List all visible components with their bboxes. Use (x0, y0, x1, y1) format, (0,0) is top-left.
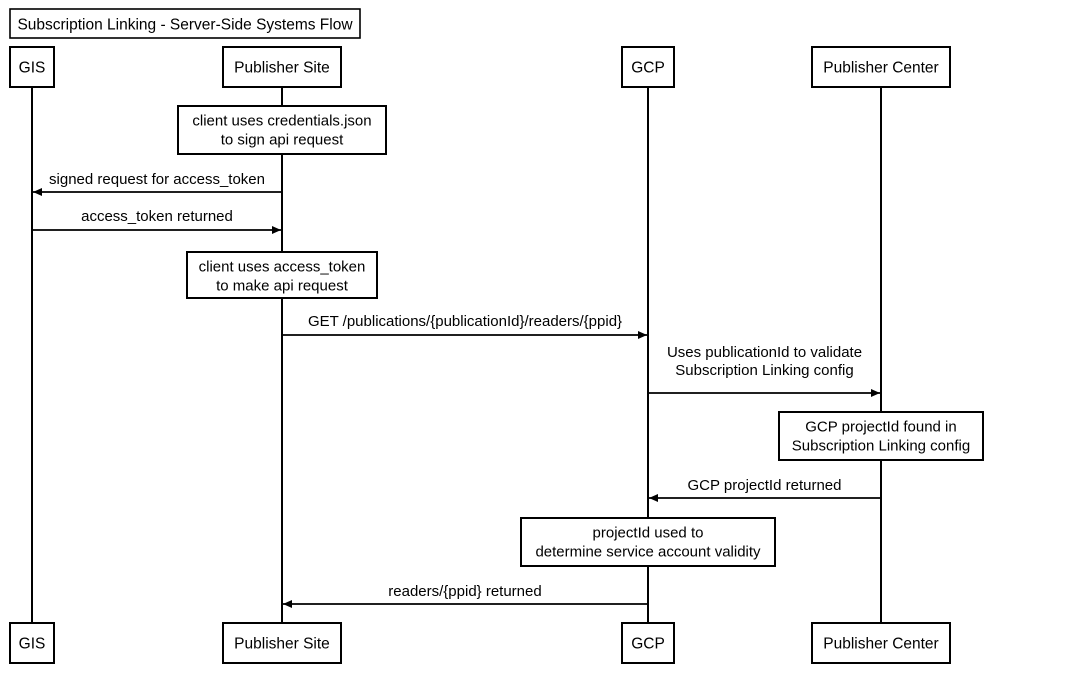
messages: signed request for access_token access_to… (32, 171, 881, 608)
note-projectid-found: GCP projectId found in Subscription Linki… (778, 411, 984, 461)
participant-publisher-site-top: Publisher Site (222, 46, 342, 88)
message-label: access_token returned (81, 208, 233, 225)
message-readers-returned: readers/{ppid} returned (283, 583, 648, 608)
participant-gis-bottom: GIS (9, 622, 55, 664)
diagram-title-text: Subscription Linking - Server-Side Syste… (17, 17, 353, 34)
note-text: GCP projectId found in (805, 419, 956, 436)
note-text: client uses access_token (199, 259, 366, 276)
note-text: to sign api request (221, 132, 344, 149)
message-label: GCP projectId returned (688, 477, 842, 494)
note-text: client uses credentials.json (192, 113, 371, 130)
note-text: projectId used to (593, 525, 704, 542)
message-projectid-returned: GCP projectId returned (649, 477, 881, 502)
message-token-returned: access_token returned (32, 208, 281, 234)
message-get-readers: GET /publications/{publicationId}/reader… (282, 313, 647, 339)
participant-gcp-bottom: GCP (621, 622, 675, 664)
lifelines (31, 87, 882, 623)
message-validate-config: Uses publicationId to validateSubscripti… (648, 344, 880, 397)
participant-label: GIS (19, 60, 46, 77)
diagram-title: Subscription Linking - Server-Side Syste… (9, 8, 361, 39)
participant-publisher-site-bottom: Publisher Site (222, 622, 342, 664)
participant-label: Publisher Site (234, 60, 330, 77)
note-text: Subscription Linking config (792, 438, 970, 455)
note-service-account: projectId used to determine service accou… (520, 517, 776, 567)
participant-label: GCP (631, 60, 665, 77)
note-text: determine service account validity (535, 544, 761, 561)
participant-publisher-center-bottom: Publisher Center (811, 622, 951, 664)
note-sign-request: client uses credentials.json to sign api … (177, 105, 387, 155)
participant-gis-top: GIS (9, 46, 55, 88)
participant-label: Publisher Center (823, 60, 938, 77)
message-label: readers/{ppid} returned (388, 583, 541, 600)
note-text: to make api request (216, 278, 349, 295)
message-label: signed request for access_token (49, 171, 265, 188)
notes: client uses credentials.json to sign api … (177, 105, 984, 567)
message-label: GET /publications/{publicationId}/reader… (308, 313, 622, 330)
message-label: Uses publicationId to validate (667, 344, 862, 361)
participant-label: GCP (631, 636, 665, 653)
participant-publisher-center-top: Publisher Center (811, 46, 951, 88)
participant-label: Publisher Center (823, 636, 938, 653)
message-signed-request: signed request for access_token (33, 171, 282, 196)
message-label: Subscription Linking config (675, 362, 853, 379)
participant-gcp-top: GCP (621, 46, 675, 88)
participant-label: Publisher Site (234, 636, 330, 653)
participant-label: GIS (19, 636, 46, 653)
